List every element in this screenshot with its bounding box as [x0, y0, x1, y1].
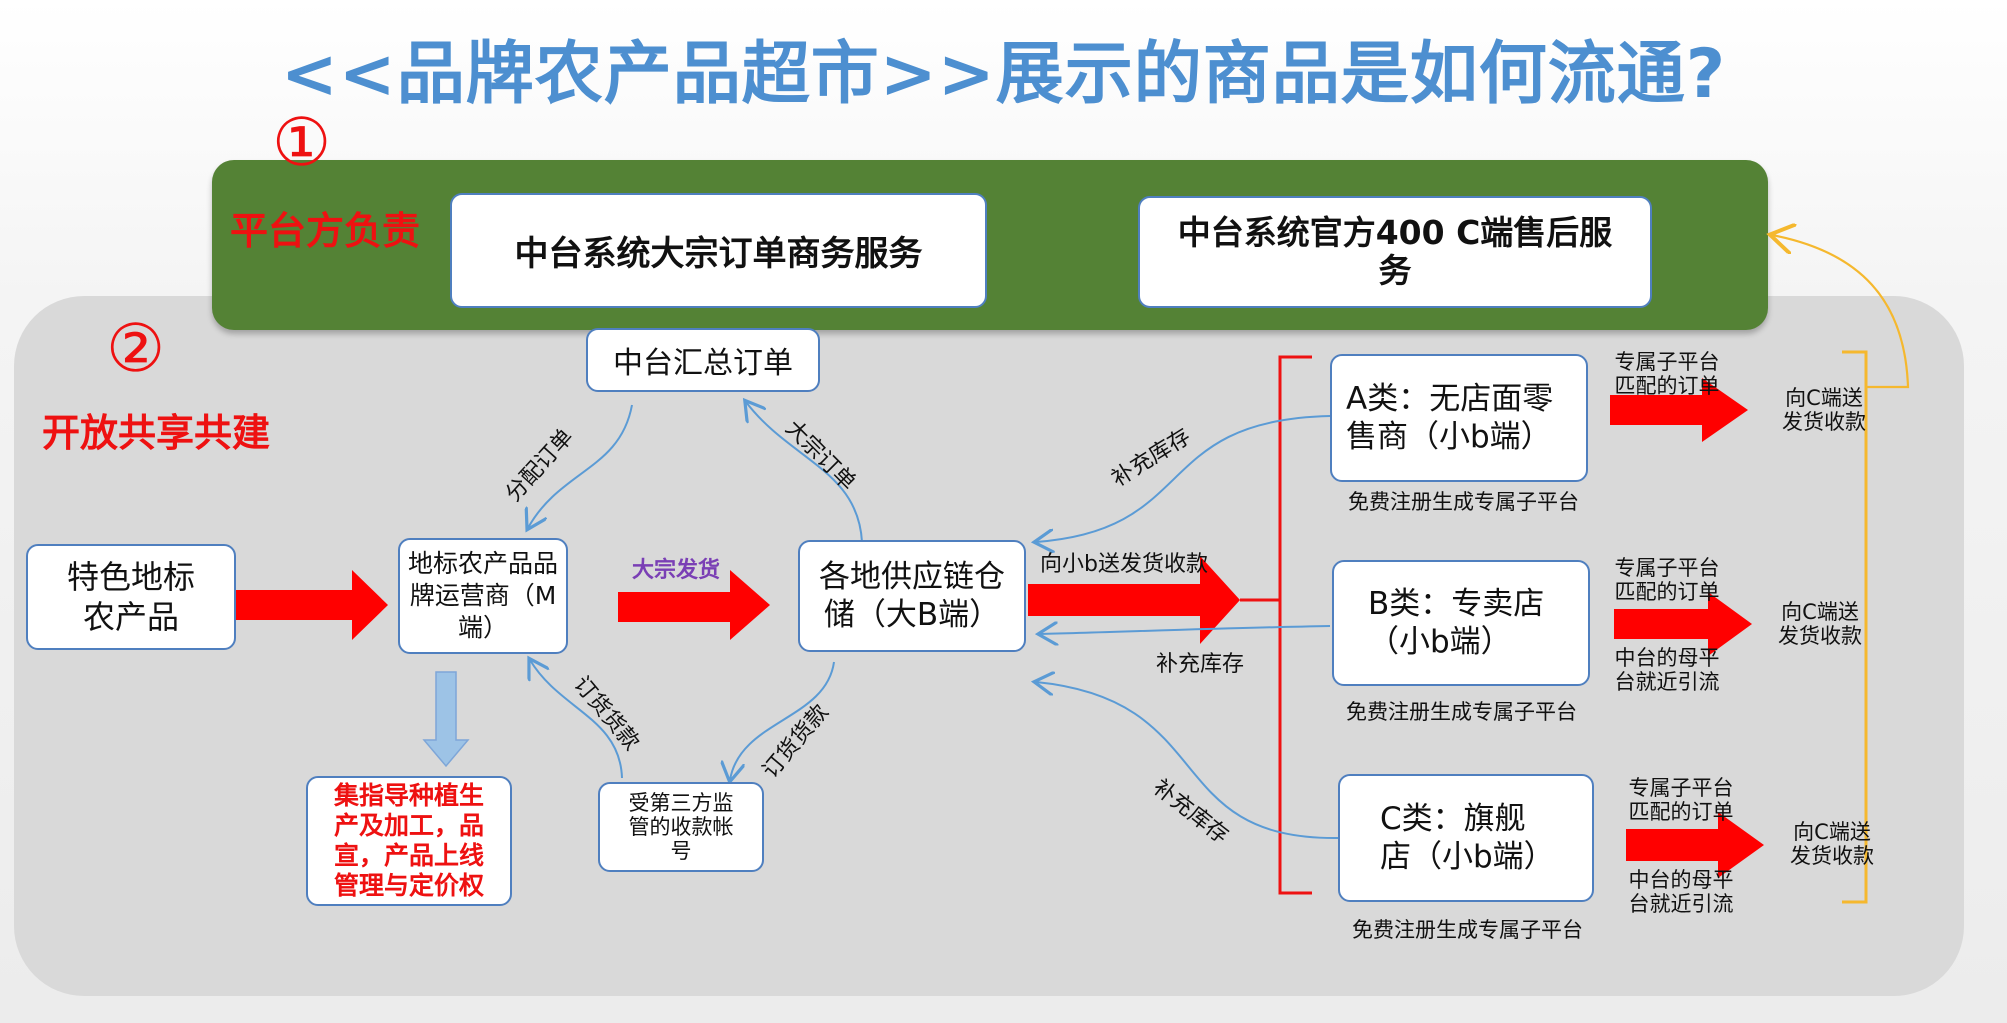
category-a-arrow-text: 专属子平台匹配的订单 [1614, 350, 1720, 398]
red-bracket [1240, 355, 1312, 895]
curve-restock-a [1036, 415, 1331, 542]
category-b-result: 向C端送发货收款 [1778, 600, 1862, 648]
page-title: <<品牌农产品超市>>展示的商品是如何流通? [280, 35, 1727, 114]
category-c-label: C类：旗舰店（小b端） [1380, 801, 1555, 875]
blue-down-arrow [422, 671, 470, 768]
category-c-box: C类：旗舰店（小b端） [1338, 774, 1594, 902]
marker-two: ② [106, 310, 166, 387]
curve-restock-b [1040, 626, 1331, 634]
warehouse-label: 各地供应链仓储（大B端） [819, 559, 1005, 633]
yellow-return-arrow [1772, 235, 1910, 389]
after-sales-service-box: 中台系统官方400 C端售后服务 [1138, 196, 1652, 308]
category-a-label: A类：无店面零售商（小b端） [1346, 381, 1554, 455]
red-arrow-c-to-c [1626, 812, 1764, 878]
category-b-label: B类：专卖店（小b端） [1368, 586, 1545, 660]
restock-b-label: 补充库存 [1156, 652, 1245, 677]
category-b-note: 免费注册生成专属子平台 [1346, 700, 1577, 724]
platform-label: 平台方负责 [230, 209, 421, 253]
curve-bulk-orders [746, 402, 863, 543]
marker-one: ① [272, 104, 332, 181]
local-products-label: 特色地标农产品 [66, 558, 195, 636]
bulk-ship-label: 大宗发货 [632, 558, 721, 583]
category-c-arrow-sub: 中台的母平台就近引流 [1628, 868, 1734, 916]
local-products-box: 特色地标农产品 [26, 544, 236, 650]
ship-to-b-label: 向小b送发货收款 [1040, 552, 1208, 577]
m-duties-box: 集指导种植生产及加工，品宣，产品上线管理与定价权 [306, 776, 512, 906]
summary-orders-box: 中台汇总订单 [586, 328, 820, 392]
red-arrow-warehouse-to-b [1028, 556, 1240, 644]
curve-restock-c [1036, 682, 1339, 840]
category-c-arrow-text: 专属子平台匹配的订单 [1628, 776, 1734, 824]
after-sales-service-label: 中台系统官方400 C端售后服务 [1177, 213, 1613, 290]
red-arrow-b-to-c [1614, 592, 1752, 656]
red-arrow-products-to-m [236, 570, 388, 640]
m-duties-label: 集指导种植生产及加工，品宣，产品上线管理与定价权 [333, 781, 484, 900]
summary-orders-label: 中台汇总订单 [613, 346, 793, 381]
category-c-note: 免费注册生成专属子平台 [1352, 918, 1583, 942]
m-operator-box: 地标农产品品牌运营商（M端） [398, 538, 568, 654]
category-b-arrow-sub: 中台的母平台就近引流 [1614, 646, 1720, 694]
red-arrow-bulk-ship [618, 570, 770, 640]
escrow-box: 受第三方监管的收款帐号 [598, 782, 764, 872]
category-a-note: 免费注册生成专属子平台 [1348, 490, 1579, 514]
bulk-order-service-box: 中台系统大宗订单商务服务 [450, 193, 987, 308]
category-c-result: 向C端送发货收款 [1790, 820, 1874, 868]
category-a-result: 向C端送发货收款 [1782, 386, 1866, 434]
category-b-arrow-text: 专属子平台匹配的订单 [1614, 556, 1720, 604]
curve-allocate-orders [528, 404, 633, 528]
red-arrow-a-to-c [1610, 378, 1748, 442]
open-share-label: 开放共享共建 [42, 411, 271, 455]
category-a-box: A类：无店面零售商（小b端） [1330, 354, 1588, 482]
warehouse-box: 各地供应链仓储（大B端） [798, 540, 1026, 652]
bulk-order-service-label: 中台系统大宗订单商务服务 [514, 234, 923, 274]
escrow-label: 受第三方监管的收款帐号 [628, 791, 734, 863]
yellow-bracket [1842, 350, 1868, 904]
curve-order-payment-left [530, 660, 623, 779]
curve-order-payment-right [730, 661, 835, 780]
m-operator-label: 地标农产品品牌运营商（M端） [407, 549, 558, 642]
category-b-box: B类：专卖店（小b端） [1332, 560, 1590, 686]
